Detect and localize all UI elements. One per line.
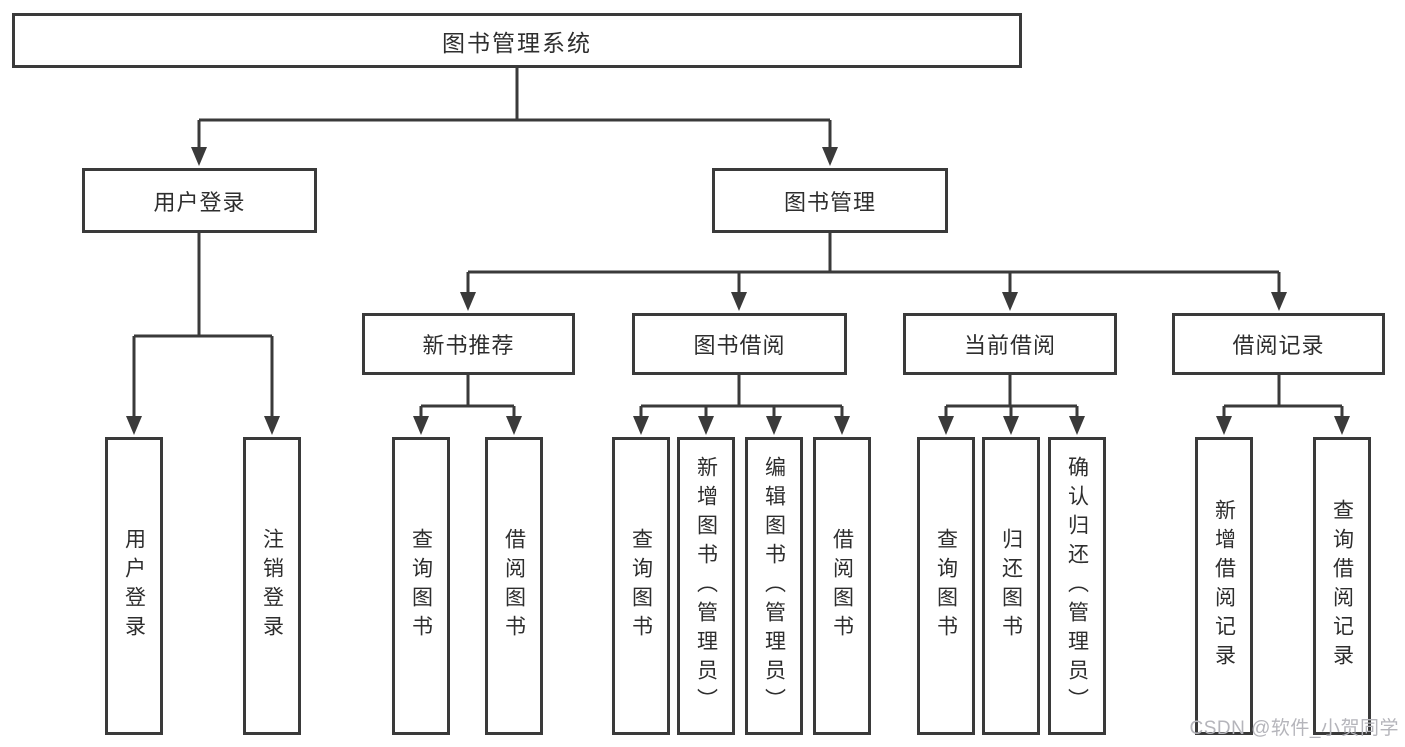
leaf-records-add: 新增借阅记录 xyxy=(1195,437,1253,735)
node-book-borrowing: 图书借阅 xyxy=(632,313,847,375)
leaf-borrow-borrow-books: 借阅图书 xyxy=(813,437,871,735)
node-new-book-recommend-label: 新书推荐 xyxy=(422,333,515,358)
leaf-current-query-books-label: 查询图书 xyxy=(934,528,958,644)
node-user-login-label: 用户登录 xyxy=(153,189,246,215)
leaf-recommend-query-books: 查询图书 xyxy=(392,437,450,735)
leaf-records-query-label: 查询借阅记录 xyxy=(1330,499,1354,673)
node-book-management: 图书管理 xyxy=(712,168,948,233)
leaf-recommend-borrow-books-label: 借阅图书 xyxy=(502,528,526,644)
leaf-current-return-books: 归还图书 xyxy=(982,437,1040,735)
node-root-label: 图书管理系统 xyxy=(442,29,592,56)
leaf-borrow-query-books-label: 查询图书 xyxy=(629,528,653,644)
node-user-login: 用户登录 xyxy=(82,168,317,233)
node-book-borrowing-label: 图书借阅 xyxy=(693,333,786,358)
leaf-user-login-label: 用户登录 xyxy=(122,528,146,644)
node-current-borrowing: 当前借阅 xyxy=(903,313,1117,375)
leaf-borrow-add-books-label: 新增图书（管理员） xyxy=(694,455,718,717)
leaf-records-add-label: 新增借阅记录 xyxy=(1212,499,1236,673)
leaf-borrow-add-books: 新增图书（管理员） xyxy=(677,437,735,735)
node-book-management-label: 图书管理 xyxy=(783,189,876,215)
leaf-user-login: 用户登录 xyxy=(105,437,163,735)
node-new-book-recommend: 新书推荐 xyxy=(362,313,575,375)
csdn-watermark: CSDN @软件_小贺同学 xyxy=(1189,718,1399,739)
node-borrowing-records-label: 借阅记录 xyxy=(1232,333,1325,358)
leaf-borrow-edit-books: 编辑图书（管理员） xyxy=(745,437,803,735)
leaf-borrow-borrow-books-label: 借阅图书 xyxy=(830,528,854,644)
leaf-borrow-edit-books-label: 编辑图书（管理员） xyxy=(762,455,786,717)
leaf-current-query-books: 查询图书 xyxy=(917,437,975,735)
leaf-recommend-query-books-label: 查询图书 xyxy=(409,528,433,644)
node-borrowing-records: 借阅记录 xyxy=(1172,313,1385,375)
leaf-current-return-books-label: 归还图书 xyxy=(999,528,1023,644)
arrowheads xyxy=(126,147,1350,435)
leaf-current-confirm-return-label: 确认归还（管理员） xyxy=(1065,455,1089,717)
leaf-borrow-query-books: 查询图书 xyxy=(612,437,670,735)
leaf-logout: 注销登录 xyxy=(243,437,301,735)
leaf-current-confirm-return: 确认归还（管理员） xyxy=(1048,437,1106,735)
leaf-records-query: 查询借阅记录 xyxy=(1313,437,1371,735)
node-current-borrowing-label: 当前借阅 xyxy=(963,333,1056,358)
node-root: 图书管理系统 xyxy=(12,13,1022,68)
leaf-logout-label: 注销登录 xyxy=(260,528,284,644)
leaf-recommend-borrow-books: 借阅图书 xyxy=(485,437,543,735)
